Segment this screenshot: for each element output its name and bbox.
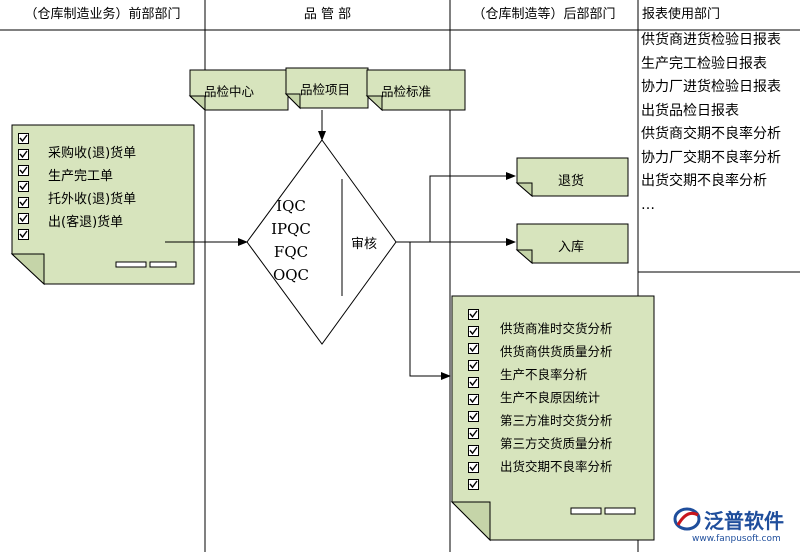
report-item: 协力厂交期不良率分析 bbox=[641, 149, 781, 166]
note-qc-items: 品检项目 bbox=[300, 82, 351, 97]
report-item: 出货品检日报表 bbox=[641, 102, 739, 119]
review-label: 审核 bbox=[351, 237, 378, 252]
report-item: … bbox=[641, 196, 655, 213]
analysis-item: 供货商供货质量分析 bbox=[500, 344, 613, 359]
input-doc-label: 出(客退)货单 bbox=[48, 215, 124, 230]
input-docs-note bbox=[10, 124, 195, 286]
report-item: 生产完工检验日报表 bbox=[641, 55, 767, 72]
input-doc-label: 采购收(退)货单 bbox=[48, 146, 137, 161]
report-item: 供货商进货检验日报表 bbox=[641, 32, 781, 48]
return-label: 退货 bbox=[558, 174, 585, 189]
brand-logo: 泛普软件 www.fanpusoft.com bbox=[672, 505, 798, 549]
note-qc-center: 品检中心 bbox=[204, 84, 255, 99]
analysis-item: 供货商准时交货分析 bbox=[500, 321, 613, 336]
header-qc-dept: 品 管 部 bbox=[303, 7, 352, 22]
analysis-item: 第三方准时交货分析 bbox=[500, 413, 613, 428]
analysis-item: 第三方交货质量分析 bbox=[500, 436, 613, 451]
brand-url: www.fanpusoft.com bbox=[692, 534, 781, 544]
inspection-type-label: FQC bbox=[273, 243, 309, 261]
connectors bbox=[165, 110, 516, 380]
report-item: 供货商交期不良率分析 bbox=[641, 126, 781, 142]
input-doc-label: 托外收(退)货单 bbox=[48, 192, 137, 207]
note-qc-standard: 品检标准 bbox=[381, 84, 432, 99]
report-item: 协力厂进货检验日报表 bbox=[641, 79, 781, 95]
header-report-dept: 报表使用部门 bbox=[642, 7, 721, 22]
stock-in-label: 入库 bbox=[558, 240, 585, 255]
top-notes bbox=[188, 67, 466, 112]
analysis-note bbox=[450, 295, 655, 542]
header-front-dept: （仓库制造业务）前部部门 bbox=[24, 7, 181, 22]
analysis-item: 生产不良原因统计 bbox=[500, 390, 601, 405]
inspection-type-label: OQC bbox=[272, 266, 310, 284]
header-back-dept: （仓库制造等）后部部门 bbox=[472, 7, 616, 22]
brand-name: 泛普软件 bbox=[704, 509, 784, 533]
input-doc-label: 生产完工单 bbox=[48, 169, 114, 184]
inspection-type-label: IPQC bbox=[271, 220, 311, 238]
analysis-item: 出货交期不良率分析 bbox=[500, 459, 613, 474]
outcome-notes bbox=[515, 157, 629, 265]
analysis-item: 生产不良率分析 bbox=[500, 367, 588, 382]
brand-swirl-icon bbox=[673, 507, 701, 531]
inspection-diamond bbox=[246, 139, 397, 345]
inspection-type-label: IQC bbox=[276, 197, 306, 215]
report-item: 出货交期不良率分析 bbox=[641, 173, 767, 189]
